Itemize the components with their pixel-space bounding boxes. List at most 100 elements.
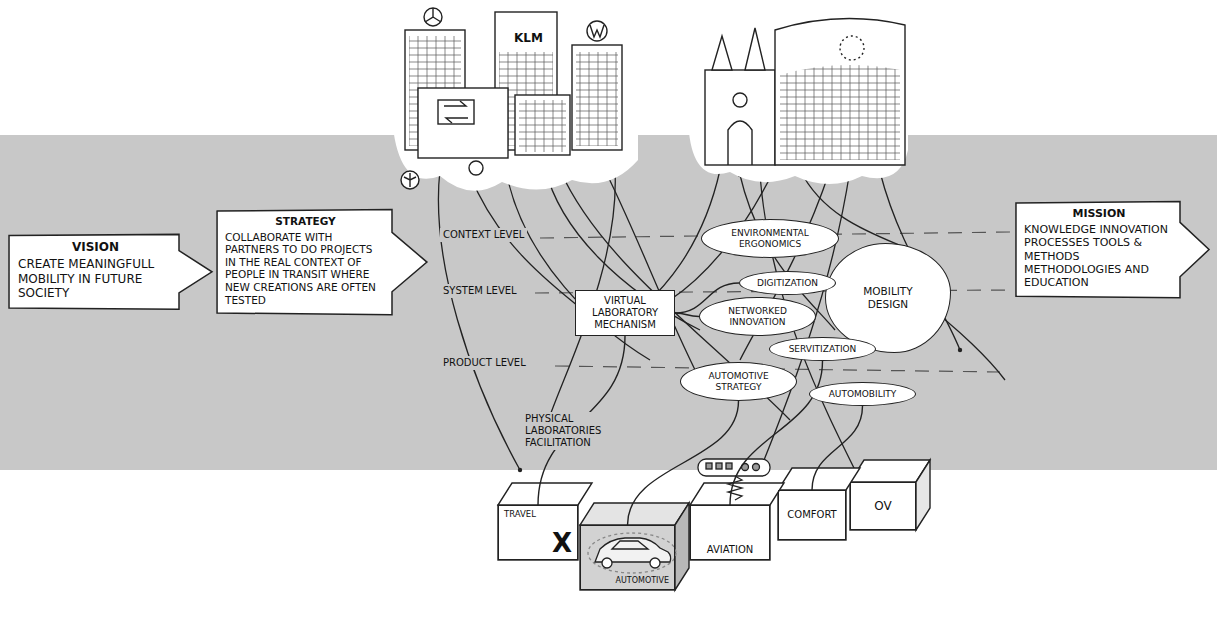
government-building: [775, 19, 905, 165]
lab-box-face: [675, 503, 689, 590]
company-building: [515, 95, 570, 155]
aircraft-seat-drawing: [698, 459, 770, 476]
node-text: MISSION: [1024, 207, 1174, 220]
company-building: [401, 8, 622, 189]
company-building: [519, 100, 566, 152]
partner-link-line: [438, 160, 1005, 480]
company-building: [469, 161, 483, 175]
design-blob: MOBILITY DESIGN: [825, 243, 951, 353]
node-body-text: TRAVEL: [504, 509, 536, 519]
node-body-text: COLLABORATE WITH PARTNERS TO DO PROJECTS…: [225, 231, 386, 307]
lab-box: OV: [850, 482, 916, 530]
lab-box-face: [580, 525, 675, 590]
node-text: AVIATION: [707, 544, 753, 556]
node-text: AUTOMOTIVE: [616, 576, 669, 586]
company-building: [418, 88, 508, 158]
government-building: [705, 70, 775, 165]
node-text: DIGITIZATION: [757, 278, 818, 289]
lab-box-face: [916, 460, 930, 530]
lab-box-face: [690, 505, 770, 560]
level-label: CONTEXT LEVEL: [440, 228, 527, 242]
mission-arrow: MISSION KNOWLEDGE INNOVATION PROCESSES TO…: [1015, 201, 1210, 298]
company-building: [424, 8, 442, 26]
partner-link-line: [545, 168, 700, 330]
node-body-text: KNOWLEDGE INNOVATION PROCESSES TOOLS & M…: [1024, 223, 1174, 289]
line-dot: [438, 163, 962, 472]
aircraft-seat-drawing: [716, 463, 722, 469]
government-building: [745, 28, 765, 70]
line-dot: [518, 468, 522, 472]
connector-line: [812, 406, 863, 490]
company-building: [572, 45, 622, 150]
partner-link-line: [438, 170, 520, 470]
company-building: [404, 173, 416, 187]
car-drawing: [602, 558, 612, 568]
node-text: MOBILITY DESIGN: [848, 285, 928, 310]
node-text: AUTOMOTIVE STRATEGY: [701, 371, 776, 393]
car-drawing: [612, 541, 648, 549]
aircraft-seat-drawing: [726, 463, 732, 469]
car-drawing: [588, 533, 676, 573]
connector-line: [675, 313, 699, 317]
mechanism-box: VIRTUAL LABORATORY MECHANISM: [575, 290, 675, 336]
node-body-text: CREATE MEANINGFULL MOBILITY IN FUTURE SO…: [18, 257, 173, 300]
company-building: [401, 171, 419, 189]
lab-box-face: [498, 460, 930, 590]
connector-line: [628, 401, 739, 525]
company-building: [444, 101, 468, 123]
level-label: SYSTEM LEVEL: [440, 284, 520, 298]
node-text: SERVITIZATION: [789, 344, 857, 355]
lab-box-face: [498, 483, 592, 505]
node-text: AUTOMOBILITY: [829, 389, 897, 400]
node-text: VISION: [18, 240, 173, 254]
theme-ellipse: DIGITIZATION: [739, 271, 836, 295]
lab-box: AUTOMOTIVE: [580, 525, 675, 590]
government-building: [840, 36, 864, 60]
vision-arrow: VISION CREATE MEANINGFULL MOBILITY IN FUT…: [8, 234, 213, 310]
theme-ellipse: AUTOMOTIVE STRATEGY: [680, 362, 797, 401]
level-label: PRODUCT LEVEL: [440, 356, 529, 370]
partner-link-line: [560, 170, 790, 420]
company-building: [438, 100, 474, 124]
theme-ellipse: SERVITIZATION: [769, 337, 876, 361]
strategy-arrow: STRATEGY COLLABORATE WITH PARTNERS TO DO …: [216, 209, 428, 315]
lab-box: COMFORT: [778, 490, 846, 540]
node-text: OV: [874, 499, 891, 513]
grey-band: [0, 135, 1217, 470]
lab-box-face: [498, 505, 578, 560]
node-text: STRATEGY: [225, 215, 386, 228]
lab-box-face: [778, 490, 846, 540]
lab-box: TRAVEL X: [498, 505, 578, 560]
government-building: [733, 93, 747, 107]
lab-box-face: [778, 468, 860, 490]
government-building: [728, 121, 752, 165]
facility-label: PHYSICAL LABORATORIES FACILITATION: [522, 412, 632, 450]
arrow-outline-shape: [9, 234, 212, 309]
line-dot: [958, 348, 962, 352]
government-building: [705, 19, 905, 165]
government-building: [780, 65, 900, 160]
company-building: [576, 52, 618, 146]
company-building: [425, 8, 441, 22]
node-text: NETWORKED INNOVATION: [720, 306, 795, 328]
node-body-text: X: [552, 530, 572, 556]
arrow-outline-shape: [1016, 201, 1209, 297]
node-text: COMFORT: [787, 509, 836, 521]
aircraft-seat-drawing: [706, 463, 712, 469]
theme-ellipse: AUTOMOBILITY: [809, 382, 916, 406]
theme-ellipse: NETWORKED INNOVATION: [699, 297, 816, 336]
company-building: [587, 21, 607, 41]
government-building: [712, 36, 732, 70]
company-building: [590, 25, 604, 37]
lab-box-face: [850, 482, 916, 530]
node-text: VIRTUAL LABORATORY MECHANISM: [581, 295, 669, 331]
arrow-outline-shape: [217, 210, 427, 315]
logo-text: KLM: [511, 30, 546, 46]
car-drawing: [588, 533, 676, 573]
node-text: ENVIRONMENTAL ERGONOMICS: [725, 228, 815, 250]
theme-ellipse: ENVIRONMENTAL ERGONOMICS: [701, 219, 839, 258]
aircraft-seat-drawing: [753, 464, 760, 471]
lab-box-face: [580, 503, 689, 525]
car-drawing: [650, 558, 660, 568]
lab-box: AVIATION: [690, 505, 770, 560]
